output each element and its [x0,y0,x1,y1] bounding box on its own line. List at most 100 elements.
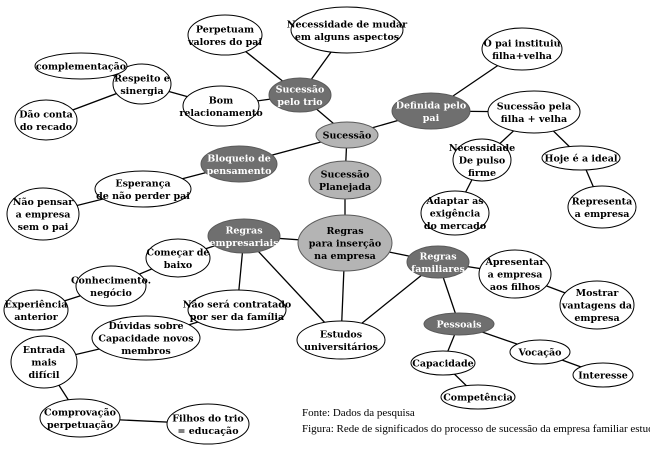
node-interesse: Interesse [572,362,634,388]
node-label-line: Bom [209,95,233,106]
node-label-line: pelo trio [277,97,322,108]
node-label-line: Sucessão [323,131,372,142]
node-label-line: Perpetuam [196,24,254,35]
node-label: Competência [443,393,513,404]
node-shape [391,92,471,130]
node-label-line: Não será contratado [183,299,291,310]
node-label-line: negócio [90,288,132,299]
node-label-line: perpetuação [47,420,113,431]
node-label-line: Capacidade novos [98,334,193,345]
node-label-line: anterior [14,312,58,323]
node-label-line: Entrada [23,345,66,356]
node-label-line: em alguns aspectos [295,32,399,43]
node-label: Capacidade [412,359,473,370]
node-filhos-trio: Filhos do trio= educação [166,403,250,445]
node-shape [452,138,512,182]
node-label-line: Definida pelo [396,100,466,111]
node-pessoais: Pessoais [423,312,495,336]
node-label: Experiência anterior [5,299,68,323]
node-shape [423,312,495,336]
node-label: Conhecimento. negócio [71,275,151,299]
node-label-line: Capacidade [412,359,473,370]
node-label-line: de não perder pai [96,191,190,202]
node-shape [541,145,621,171]
node-shape [487,90,581,134]
node-shape [200,145,278,183]
node-label-line: Experiência [5,299,68,310]
node-bom-relacionamento: Bom relacionamento [179,85,263,127]
node-shape [3,289,69,331]
node-label-line: membros [121,346,170,357]
node-hoje-ideal: Hoje é a ideal [541,145,621,171]
node-shape [440,384,516,410]
node-label-line: Planejada [319,182,371,193]
node-label-line: Apresentar [485,257,546,268]
node-shape [297,214,393,272]
node-label-line: Não pensar [13,197,75,208]
node-label-line: sinergia [120,86,163,97]
node-label-line: Sucessão pela [497,101,572,112]
node-label-line: Sucessão [321,169,370,180]
node-label: Pessoais [436,320,481,331]
node-shape [509,339,571,365]
caption-source: Fonte: Dados da pesquisa [302,407,415,419]
node-label-line: Representa [572,196,632,207]
node-label-line: relacionamento [179,108,262,119]
node-label-line: vantagens da [561,301,632,312]
node-label-line: Sucessão [276,84,325,95]
node-shape [290,6,404,54]
node-shape [481,27,563,71]
node-label-line: a empresa [575,209,630,220]
node-label-line: difícil [29,370,60,381]
node-shape [207,218,281,254]
node-shape [406,245,470,279]
node-experiencia: Experiência anterior [3,289,69,331]
node-label-line: pensamento [207,166,272,177]
node-label-line: Dúvidas sobre [108,321,183,332]
node-label-line: sem o pai [18,222,69,233]
node-label-line: Conhecimento. [71,275,151,286]
node-shape [559,280,635,330]
node-shape [14,99,78,141]
node-sucessao: Sucessão [315,121,379,149]
node-label: Interesse [578,371,628,382]
node-label-line: Adaptar as [425,196,483,207]
node-shape [308,160,382,200]
node-label-line: Começar de [147,247,210,258]
node-label-line: Dão conta [19,109,73,120]
node-shape [315,121,379,149]
caption-figure: Figura: Rede de significados do processo… [302,423,650,435]
node-label-line: filha+velha [492,51,552,62]
node-shape [10,335,78,389]
node-label-line: empresa [574,313,619,324]
node-label-line: mais [31,358,56,369]
node-label: Bom relacionamento [179,95,262,119]
node-label-line: Hoje é a ideal [545,154,618,165]
node-label-line: De pulso [459,156,505,167]
node-competencia: Competência [440,384,516,410]
node-label-line: Interesse [578,371,628,382]
